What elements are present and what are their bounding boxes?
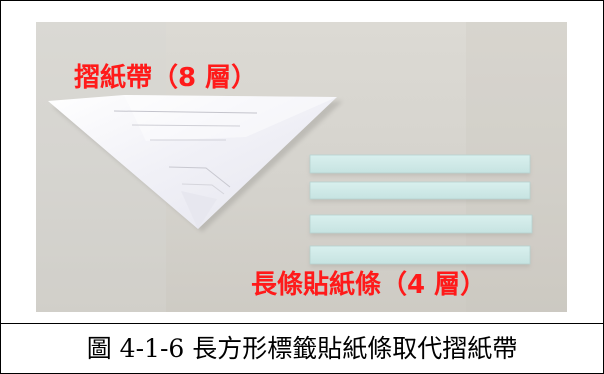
figure-photo: 摺紙帶（8 層） 長條貼紙條（4 層） <box>36 22 567 312</box>
folded-paper-label: 摺紙帶（8 層） <box>74 63 258 93</box>
sticker-strips <box>309 154 533 267</box>
sticker-strip-1 <box>309 154 531 174</box>
sticker-strips-label: 長條貼紙條（4 層） <box>251 270 487 300</box>
sticker-strip-4 <box>309 245 531 265</box>
photo-illustration <box>36 22 567 312</box>
figure-caption: 圖 4-1-6 長方形標籤貼紙條取代摺紙帶 <box>86 334 518 363</box>
sticker-strip-2 <box>309 181 531 200</box>
sticker-strip-3 <box>309 214 533 234</box>
folded-paper-strip <box>48 95 343 232</box>
photo-cell: 摺紙帶（8 層） 長條貼紙條（4 層） <box>1 1 603 324</box>
